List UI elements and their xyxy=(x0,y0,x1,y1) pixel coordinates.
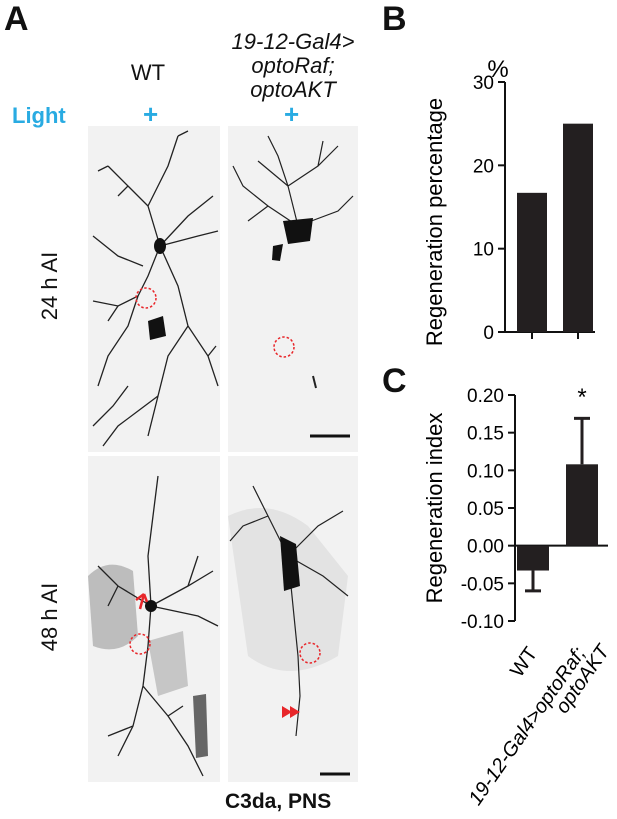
bar-0 xyxy=(517,545,549,571)
injury-site-circle xyxy=(135,287,157,309)
injury-site-circle xyxy=(273,336,295,358)
panel-c-letter: C xyxy=(382,362,407,400)
injury-site-circle xyxy=(299,642,321,664)
light-plus-opto: + xyxy=(284,99,300,129)
row-label-24h: 24 h AI xyxy=(37,251,62,321)
bar-0 xyxy=(517,192,547,332)
panel-b-unit: % xyxy=(487,56,508,83)
y-tick-label: 30 xyxy=(473,73,494,94)
y-tick-label: -0.05 xyxy=(461,574,504,595)
panel-c-ylabel: Regeneration index xyxy=(422,413,447,604)
column-header-wt: WT xyxy=(130,60,166,85)
y-tick-label: 0.20 xyxy=(467,386,504,407)
light-plus-wt: + xyxy=(143,99,159,129)
panel-c-chart: Regeneration index * -0.10 -0.05 0.00 0.05 0… xyxy=(422,384,615,809)
y-tick-label: 0 xyxy=(483,323,494,344)
bar-1 xyxy=(566,464,598,546)
y-tick-label: 0.00 xyxy=(467,537,504,558)
column-header-opto-line1: 19-12-Gal4> xyxy=(231,29,355,54)
micrograph-wt-24h xyxy=(88,126,220,452)
micrograph-opto-24h xyxy=(228,126,358,452)
light-label: Light xyxy=(12,103,66,128)
panel-b-ylabel: Regeneration percentage xyxy=(422,98,447,346)
y-tick-label: 0.15 xyxy=(467,424,504,445)
y-tick-label: -0.10 xyxy=(461,612,504,633)
y-tick-label: 20 xyxy=(473,156,494,177)
red-arrow xyxy=(135,593,149,610)
y-tick-label: 0.10 xyxy=(467,461,504,482)
column-header-opto-line3: optoAKT xyxy=(250,77,336,102)
micrograph-opto-48h xyxy=(228,456,358,782)
y-tick-label: 0.05 xyxy=(467,499,504,520)
significance-marker: * xyxy=(577,384,586,411)
neuron-soma xyxy=(154,238,166,254)
column-header-opto-line2: optoRaf; xyxy=(251,53,335,78)
panel-b-chart: Regeneration percentage % 0 10 20 30 xyxy=(422,56,595,346)
column-header-opto: 19-12-Gal4> optoRaf; optoAKT xyxy=(208,30,378,102)
row-label-48h: 48 h AI xyxy=(37,582,62,652)
micrograph-wt-48h xyxy=(88,456,220,782)
red-arrowheads xyxy=(282,706,300,718)
y-tick-label: 10 xyxy=(473,240,494,261)
panel-a-footer: C3da, PNS xyxy=(225,790,332,813)
panel-a-letter: A xyxy=(4,0,29,38)
injury-site-circle xyxy=(129,633,151,655)
panel-b-letter: B xyxy=(382,0,407,38)
bar-1 xyxy=(563,123,593,333)
x-tick-label-wt: WT xyxy=(506,643,542,681)
